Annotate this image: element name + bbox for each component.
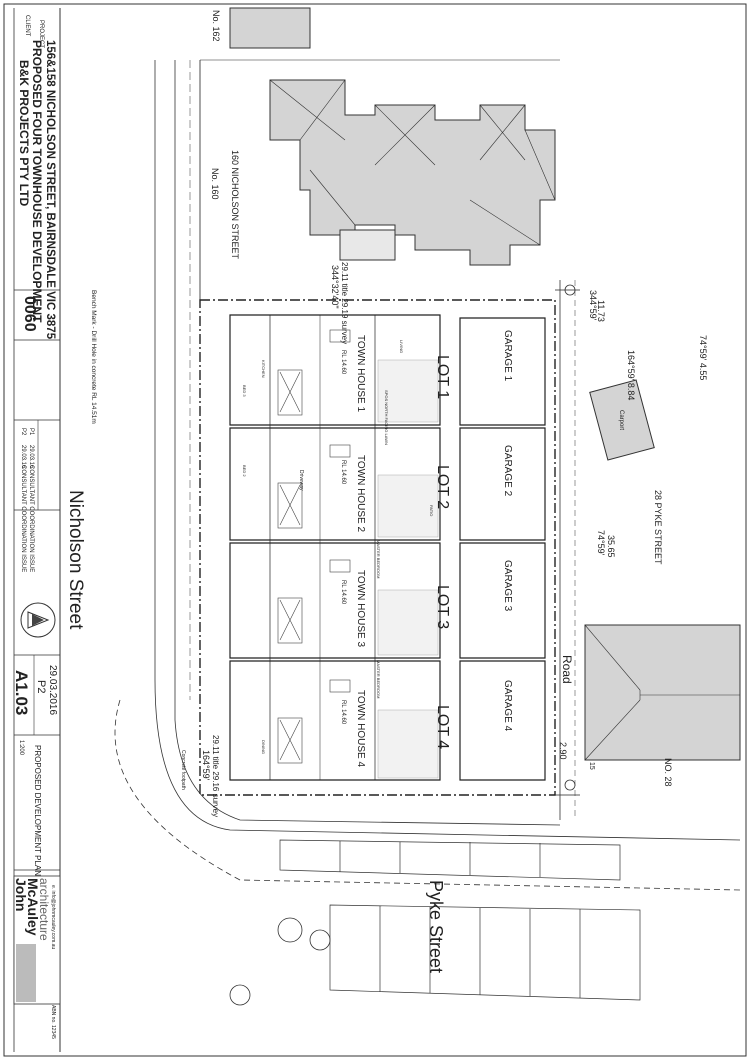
project-address: 156&158 NICHOLSON STREET, BAIRNSDALE VIC… <box>44 40 56 340</box>
dim-884: 164°59' 8.84 <box>626 350 636 400</box>
garage-4-label: GARAGE 4 <box>502 680 513 732</box>
lot-4-label: LOT 4 <box>434 705 451 749</box>
firm-name-1: John <box>13 878 29 911</box>
room-pos-1: SPOS NORTH FACING LAWN <box>384 390 389 445</box>
dim-corner: 74°59' 4.55 <box>698 335 708 380</box>
townhouses <box>229 314 546 781</box>
revision-desc-1: CONSULTANT COORDINATION ISSUE <box>20 465 26 572</box>
garage-3-label: GARAGE 3 <box>502 560 513 612</box>
room-master-2: MASTER BEDROOM <box>376 540 381 578</box>
bearing-top: 344°32'40" <box>330 265 340 309</box>
lot-2-label: LOT 2 <box>434 465 451 509</box>
townhouse-1-label: TOWN HOUSE 1 <box>355 335 366 412</box>
client-label: CLIENT <box>24 15 30 37</box>
client-name: B&K PROJECTS PTY LTD <box>17 60 31 207</box>
room-bed3-1: BED 3 <box>242 385 247 397</box>
road-lines <box>114 60 741 891</box>
neighbour-east-number: NO. 28 <box>663 758 673 787</box>
neighbour-house-28 <box>584 624 741 761</box>
title-block <box>13 8 61 1052</box>
revision-rev-1: P2 <box>20 428 26 436</box>
street-pyke: Pyke Street <box>426 880 446 973</box>
revision-rev-2: P1 <box>28 428 34 436</box>
driveway-label: Driveway <box>298 470 304 491</box>
lot-1-label: LOT 1 <box>434 355 451 399</box>
road-label: Road <box>560 655 574 684</box>
carport-structure <box>589 379 655 461</box>
abn-number: ABN no. 12345 <box>50 1005 56 1039</box>
garage-2-label: GARAGE 2 <box>502 445 513 497</box>
neighbour-house-160 <box>269 79 556 266</box>
dim-ne: 11.73 <box>596 300 606 322</box>
carport-label: Carport <box>618 410 624 430</box>
rl-1: RL 14.60 <box>340 350 346 375</box>
project-label: PROJECT <box>38 20 44 48</box>
bearing-ne: 344°59' <box>588 290 598 321</box>
revision-code: P2 <box>35 680 47 693</box>
bearing-bottom: 164°59' <box>201 750 211 781</box>
rl-4: RL 14.60 <box>340 700 346 725</box>
sheet-border <box>3 3 747 1057</box>
room-dining-4: DINING <box>261 740 266 754</box>
neighbour-north-number: No. 160 <box>210 168 220 200</box>
room-kitchen-1: KITCHEN <box>261 360 266 378</box>
carparking-bays <box>279 839 641 1001</box>
neighbour-162-number: No. 162 <box>211 10 221 42</box>
drawing-title: PROPOSED DEVELOPMENT PLAN <box>33 745 42 876</box>
bearing-top-sub: 29.11 title 29.19 survey <box>340 262 349 344</box>
revision-desc-2: CONSULTANT COORDINATION ISSUE <box>28 465 34 572</box>
firm-name-2: McAuley <box>25 878 41 936</box>
lot-3-label: LOT 3 <box>434 585 451 629</box>
north-arrow-icon <box>20 602 56 638</box>
neighbour-north-address: 160 NICHOLSON STREET <box>230 150 240 260</box>
dim-290: 2.90 <box>558 742 568 760</box>
room-master-4: MASTER BEDROOM <box>376 660 381 698</box>
tree-symbols <box>229 284 576 1006</box>
rotated-labels: CLIENT B&K PROJECTS PTY LTD PROJECT PROP… <box>12 10 708 1039</box>
room-living-1: LIVING <box>399 340 404 353</box>
dim-15: 15 <box>588 762 595 770</box>
townhouse-3-label: TOWN HOUSE 3 <box>355 570 366 647</box>
rl-3: RL 14.60 <box>340 580 346 605</box>
firm-name-3: architecture <box>37 878 51 941</box>
bearing-bottom-sub: 29.11 title 29.16 survey <box>211 735 220 817</box>
room-patio-2: PATIO <box>429 505 434 516</box>
garage-1-label: GARAGE 1 <box>502 330 513 382</box>
townhouse-4-label: TOWN HOUSE 4 <box>355 690 366 767</box>
neighbour-house-162 <box>229 7 311 49</box>
project-name: PROPOSED FOUR TOWNHOUSE DEVELOPMENT <box>30 40 44 323</box>
neighbour-east-address: 28 PYKE STREET <box>653 490 663 565</box>
bearing-right: 74°59' <box>596 530 606 556</box>
room-bed2-2: BED 2 <box>242 465 247 477</box>
rl-2: RL 14.60 <box>340 460 346 485</box>
job-number: 0060 <box>21 296 38 332</box>
scale: 1:200 <box>18 740 24 756</box>
interior-walls <box>277 329 351 764</box>
townhouse-2-label: TOWN HOUSE 2 <box>355 455 366 532</box>
firm-contact: e. info@johnmcauley.com.au <box>50 885 56 949</box>
lawn-areas <box>377 359 439 779</box>
revision-date-2: 29.03.16 <box>28 445 34 469</box>
street-nicholson: Nicholson Street <box>65 490 86 630</box>
drawing-number: A1.03 <box>12 670 31 715</box>
footpath-label: Concrete footpath <box>180 750 186 790</box>
site-boundary <box>199 59 580 796</box>
issue-date: 29.03.2016 <box>47 665 58 715</box>
bearing-right-sub: 35.65 <box>606 535 616 558</box>
revision-date-1: 29.03.16 <box>20 445 26 469</box>
benchmark-note: Bench Mark - Drill Hole in concrete RL 1… <box>90 290 97 424</box>
